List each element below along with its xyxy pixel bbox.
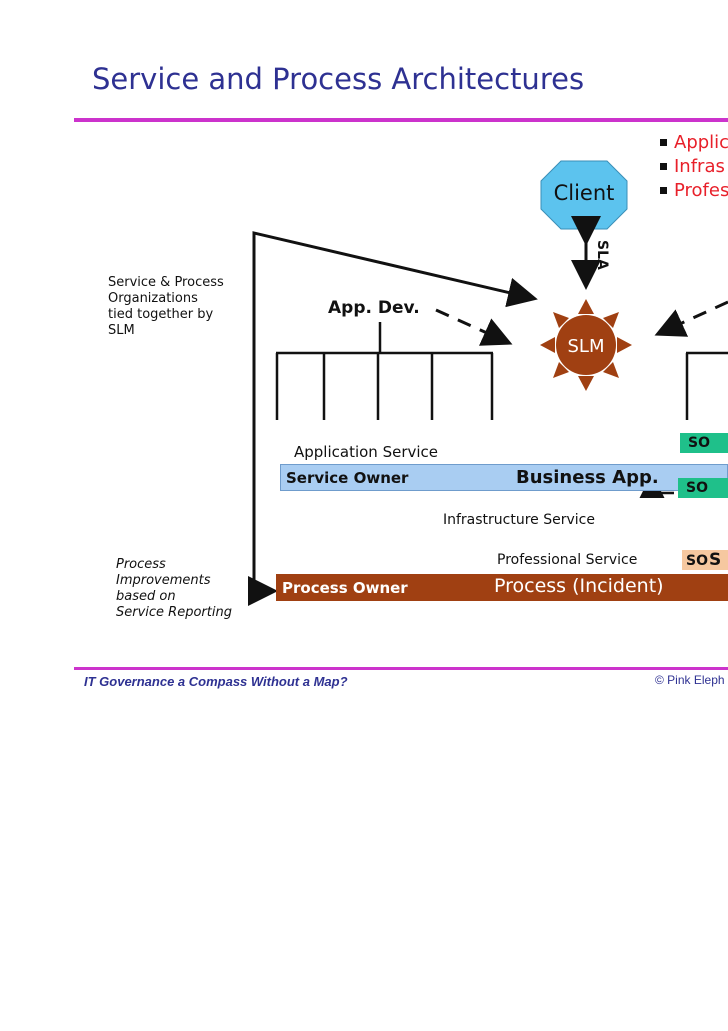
slm-label: SLM bbox=[567, 336, 605, 357]
process-incident-label: Process (Incident) bbox=[494, 575, 664, 597]
bullet-marker-icon bbox=[660, 186, 667, 194]
bullet-marker-icon bbox=[660, 162, 667, 170]
note-line: Organizations bbox=[108, 291, 198, 306]
so-extra-label: S bbox=[708, 550, 722, 570]
bullet-marker-icon bbox=[660, 138, 667, 146]
bullet-item: Infras bbox=[660, 154, 728, 178]
footer-title: IT Governance a Compass Without a Map? bbox=[84, 674, 348, 689]
note-line: Process bbox=[116, 557, 166, 572]
title-divider bbox=[74, 118, 728, 122]
infrastructure-service-label: Infrastructure Service bbox=[443, 512, 595, 528]
page-title: Service and Process Architectures bbox=[92, 62, 585, 96]
appdev-dashed-arrow bbox=[435, 308, 513, 346]
bullet-text: Profes bbox=[674, 179, 728, 201]
bullet-list: Applic Infras Profes bbox=[660, 130, 728, 202]
so-label: SO bbox=[686, 553, 708, 569]
bullet-text: Applic bbox=[674, 131, 728, 153]
note-line: tied together by bbox=[108, 307, 214, 322]
bullet-item: Profes bbox=[660, 178, 728, 202]
sla-label: SLA bbox=[594, 240, 610, 270]
appdev-label: App. Dev. bbox=[328, 298, 420, 318]
so-badge-professional: SOS bbox=[682, 550, 728, 570]
footer-divider bbox=[74, 667, 728, 670]
process-owner-bar bbox=[276, 574, 728, 601]
service-owner-label: Service Owner bbox=[286, 469, 409, 487]
bullet-text: Infras bbox=[674, 155, 725, 177]
footer-copyright: © Pink Eleph bbox=[655, 673, 725, 687]
so-badge-infrastructure: SO bbox=[678, 478, 728, 498]
note-line: SLM bbox=[108, 323, 135, 338]
note-line: Service Reporting bbox=[116, 605, 232, 620]
client-octagon bbox=[540, 160, 628, 230]
process-improvement-note: Process Improvements based on Service Re… bbox=[116, 557, 232, 621]
service-owner-bar bbox=[280, 464, 728, 491]
right-org-tree bbox=[685, 351, 728, 420]
so-badge-application: SO bbox=[680, 433, 728, 453]
improvement-feedback-line bbox=[252, 231, 538, 593]
professional-service-label: Professional Service bbox=[497, 552, 638, 568]
slm-tie-note: Service & Process Organizations tied tog… bbox=[108, 275, 224, 339]
note-line: Service & Process bbox=[108, 275, 224, 290]
right-dashed-arrow bbox=[654, 300, 728, 337]
note-line: based on bbox=[116, 589, 176, 604]
application-service-label: Application Service bbox=[294, 443, 439, 461]
business-app-label: Business App. bbox=[516, 467, 659, 488]
note-line: Improvements bbox=[116, 573, 211, 588]
process-owner-label: Process Owner bbox=[282, 579, 408, 597]
appdev-org-tree bbox=[275, 322, 494, 420]
bullet-item: Applic bbox=[660, 130, 728, 154]
slm-sun-icon bbox=[540, 299, 632, 391]
client-label: Client bbox=[553, 181, 615, 205]
